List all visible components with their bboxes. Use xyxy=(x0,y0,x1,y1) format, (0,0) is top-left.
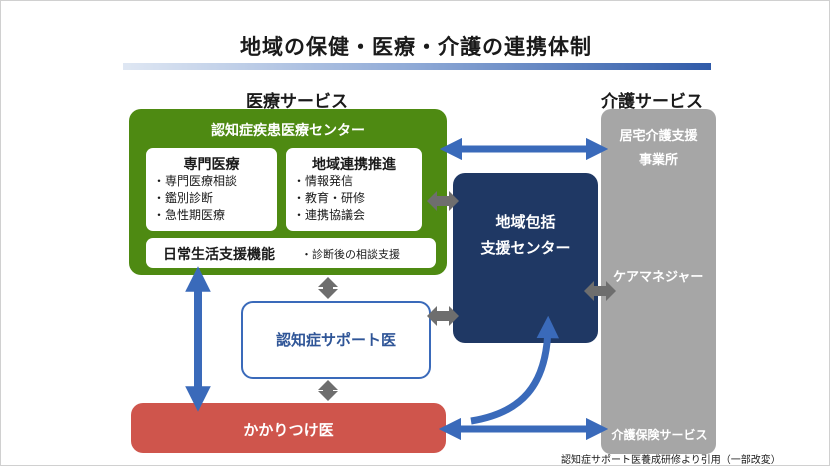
arrow-regional-community xyxy=(427,191,459,211)
regional-cooperation-title: 地域連携推進 xyxy=(312,157,396,173)
home-care-line1: 居宅介護支援 xyxy=(619,129,698,144)
title-underline xyxy=(123,63,711,70)
care-services-box xyxy=(601,109,716,454)
support-doctor-box xyxy=(241,301,431,379)
list-item: ・情報発信 xyxy=(293,174,354,188)
specialized-care-list: ・専門医療相談 ・鑑別診断 ・急性期医療 xyxy=(153,173,237,224)
support-doctor-label: 認知症サポート医 xyxy=(275,331,396,349)
list-item: ・連携協議会 xyxy=(293,208,366,222)
page-title: 地域の保健・医療・介護の連携体制 xyxy=(240,35,592,59)
source-citation: 認知症サポート医養成研修より引用（一部改変） xyxy=(561,455,781,466)
community-center-box xyxy=(453,173,598,343)
list-item: ・教育・研修 xyxy=(293,191,366,205)
home-care-line2: 事業所 xyxy=(638,153,678,168)
family-doctor-label: かかりつけ医 xyxy=(243,421,334,439)
daily-support-title: 日常生活支援機能 xyxy=(163,247,275,263)
list-item: ・急性期医療 xyxy=(153,208,226,222)
list-item: ・専門医療相談 xyxy=(153,174,238,188)
arrow-community-caremanager xyxy=(584,281,616,301)
home-care-office-label: 居宅介護支援 事業所 xyxy=(601,125,716,173)
arrow-supportdoc-familydoctor xyxy=(318,380,338,401)
specialized-care-box xyxy=(146,148,277,231)
community-center-line2: 支援センター xyxy=(480,239,571,257)
regional-cooperation-box xyxy=(286,148,422,231)
community-center-line1: 地域包括 xyxy=(495,213,556,231)
medical-services-label: 医療サービス xyxy=(246,92,348,112)
family-doctor-box xyxy=(131,403,446,453)
daily-support-desc: ・診断後の相談支援 xyxy=(301,248,400,261)
list-item: ・鑑別診断 xyxy=(153,191,214,205)
community-center-label: 地域包括 支援センター xyxy=(453,209,598,261)
care-insurance-label: 介護保険サービス xyxy=(611,428,708,442)
dementia-center-title: 認知症疾患医療センター xyxy=(211,123,365,139)
arrow-center-supportdoc xyxy=(318,277,338,299)
regional-cooperation-list: ・情報発信 ・教育・研修 ・連携協議会 xyxy=(293,173,365,224)
arrow-supportdoc-community xyxy=(427,306,459,326)
arrow-familydoctor-community xyxy=(470,315,560,425)
care-manager-label: ケアマネジャー xyxy=(613,270,704,285)
specialized-care-title: 専門医療 xyxy=(183,157,240,173)
care-services-label: 介護サービス xyxy=(601,92,703,112)
daily-support-box xyxy=(146,238,436,268)
